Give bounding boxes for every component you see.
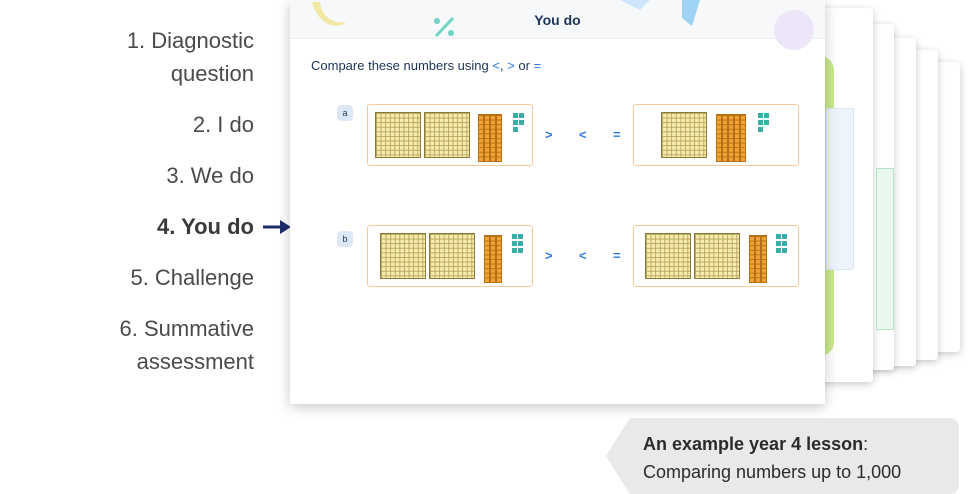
one-cube (776, 241, 781, 246)
caption-callout (606, 418, 959, 494)
hundred-block (375, 112, 421, 158)
slide-panel (826, 108, 854, 270)
ten-rod (490, 235, 496, 283)
hundred-block (424, 112, 470, 158)
hundred-block (694, 233, 740, 279)
step-challenge[interactable]: 5. Challenge (130, 265, 254, 290)
ten-rod (478, 114, 484, 162)
ten-rod (740, 114, 746, 162)
number-card-right-a (633, 104, 799, 166)
one-cube (518, 234, 523, 239)
slide-header: You do (290, 0, 825, 50)
compare-less-a[interactable]: < (579, 127, 587, 142)
slide-panel (876, 168, 894, 330)
one-cube (776, 234, 781, 239)
hundred-block (645, 233, 691, 279)
hundred-block (429, 233, 475, 279)
slide-prompt: Compare these numbers using <, > or = (311, 58, 542, 73)
step-we-do[interactable]: 3. We do (166, 163, 254, 188)
one-cube (758, 120, 763, 125)
one-cube (519, 120, 524, 125)
active-step-arrow-icon (263, 220, 291, 234)
hundred-block (661, 112, 707, 158)
one-cube (518, 248, 523, 253)
one-cube (513, 127, 518, 132)
ten-rod (761, 235, 767, 283)
compare-greater-b[interactable]: > (545, 248, 553, 263)
ten-rod (755, 235, 761, 283)
one-cube (758, 113, 763, 118)
number-card-right-b (633, 225, 799, 287)
compare-less-b[interactable]: < (579, 248, 587, 263)
ten-rod (728, 114, 734, 162)
one-cube (512, 248, 517, 253)
step-summative-assessment[interactable]: 6. Summative assessment (119, 316, 255, 374)
moon-decoration-icon (312, 2, 346, 26)
one-cube (512, 234, 517, 239)
ten-rod (484, 235, 490, 283)
one-cube (518, 241, 523, 246)
step-you-do[interactable]: 4. You do (157, 214, 254, 239)
one-cube (513, 120, 518, 125)
ten-rod (722, 114, 728, 162)
question-label-a: a (337, 105, 353, 121)
compare-equal-a[interactable]: = (613, 127, 621, 142)
ten-rod (734, 114, 740, 162)
step-diagnostic-question[interactable]: 1. Diagnostic question (126, 28, 254, 86)
one-cube (776, 248, 781, 253)
one-cube (764, 113, 769, 118)
slide-title: You do (534, 12, 581, 28)
one-cube (512, 241, 517, 246)
you-do-slide: You do Compare these numbers using <, > … (290, 0, 825, 404)
caption-text: An example year 4 lesson: Comparing numb… (643, 434, 902, 482)
ten-rod (716, 114, 722, 162)
circle-decoration-icon (774, 10, 814, 50)
number-card-left-b (367, 225, 533, 287)
one-cube (782, 248, 787, 253)
ten-rod (749, 235, 755, 283)
step-i-do[interactable]: 2. I do (192, 112, 254, 137)
one-cube (764, 120, 769, 125)
percent-decoration-icon (434, 16, 455, 38)
ten-rod (496, 114, 502, 162)
ten-rod (484, 114, 490, 162)
compare-equal-b[interactable]: = (613, 248, 621, 263)
ten-rod (496, 235, 502, 283)
question-label-b: b (337, 231, 353, 247)
ten-rod (490, 114, 496, 162)
one-cube (513, 113, 518, 118)
one-cube (519, 113, 524, 118)
one-cube (782, 234, 787, 239)
number-card-left-a (367, 104, 533, 166)
shape-decoration-icon (620, 0, 700, 26)
one-cube (782, 241, 787, 246)
one-cube (758, 127, 763, 132)
hundred-block (380, 233, 426, 279)
compare-greater-a[interactable]: > (545, 127, 553, 142)
